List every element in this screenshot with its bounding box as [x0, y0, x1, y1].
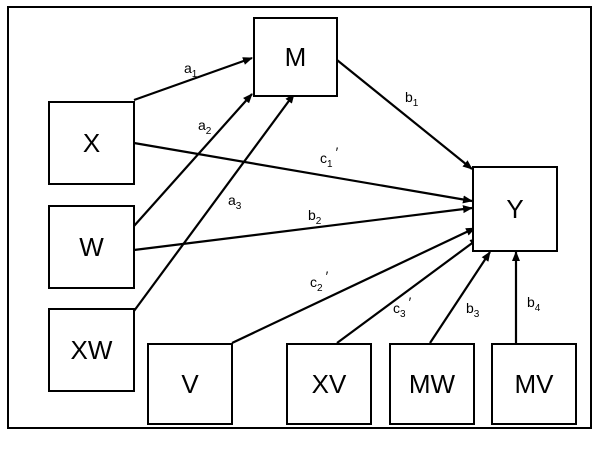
node-xw: XW: [48, 308, 135, 392]
label-c2: c2′: [310, 268, 329, 294]
edge-xw-to-m: [133, 93, 295, 312]
diagram-frame: [7, 6, 592, 429]
edge-mw-to-y: [429, 251, 491, 344]
node-w: W: [48, 205, 135, 289]
label-b2: b2: [308, 207, 322, 227]
label-c3: c3′: [393, 294, 412, 320]
edge-v-to-y: [231, 227, 476, 344]
node-y: Y: [472, 166, 558, 252]
node-mv: MV: [491, 343, 577, 425]
edge-x-to-m: [133, 56, 253, 102]
node-m: M: [253, 17, 338, 97]
label-b3: b3: [466, 300, 480, 320]
node-xv: XV: [286, 343, 372, 425]
label-c1: c1′: [320, 144, 339, 170]
edge-m-to-y: [336, 59, 473, 170]
label-b4: b4: [527, 294, 541, 314]
label-b1: b1: [405, 89, 419, 109]
edge-x-to-y: [133, 141, 473, 204]
edge-w-to-y: [133, 205, 473, 252]
edge-w-to-m: [133, 93, 253, 227]
edge-xv-to-y: [336, 237, 480, 344]
node-x: X: [48, 101, 135, 185]
node-v: V: [147, 343, 233, 425]
label-a3: a3: [228, 192, 242, 212]
label-a1: a1: [184, 60, 198, 80]
label-a2: a2: [198, 117, 212, 137]
node-mw: MW: [389, 343, 475, 425]
